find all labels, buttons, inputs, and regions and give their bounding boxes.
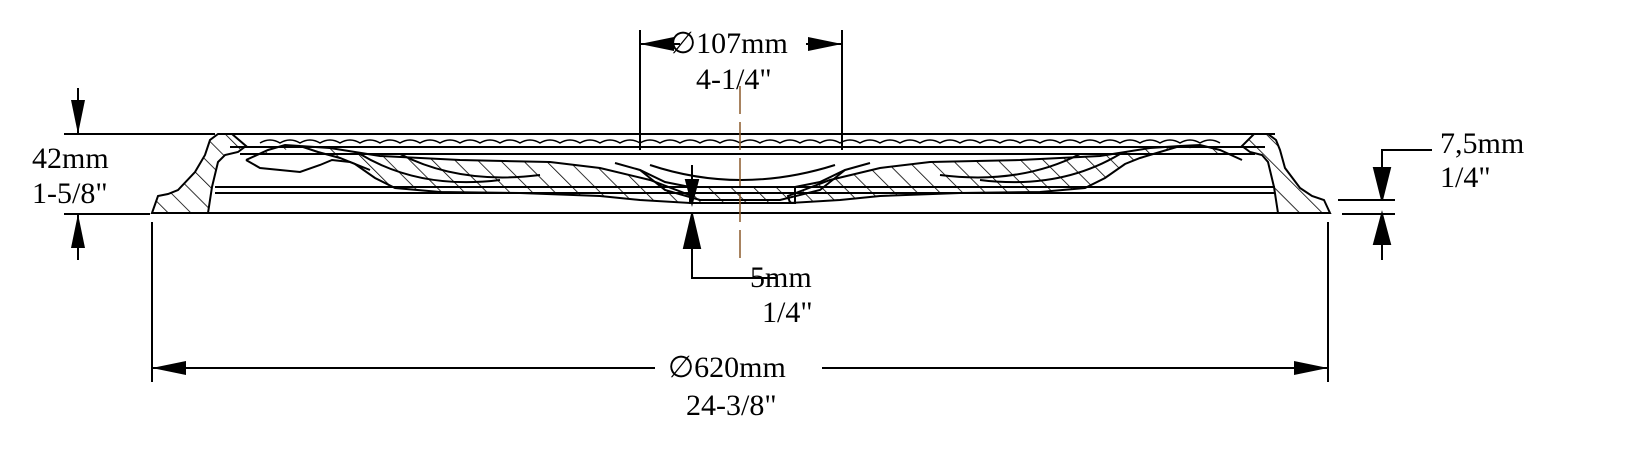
rim-thickness-dimension — [1327, 149, 1432, 382]
medallion-profile — [150, 133, 1332, 214]
outer-diameter-metric-label: ∅620mm — [668, 350, 786, 385]
inner-diameter-metric-label: ∅107mm — [670, 26, 788, 61]
center-thickness-metric-label: 5mm — [750, 261, 812, 294]
center-thickness-dimension — [682, 165, 776, 279]
rim-thickness-imperial-label: 1/4" — [1440, 161, 1491, 194]
height-metric-label: 42mm — [32, 142, 109, 175]
outer-diameter-imperial-label: 24-3/8" — [686, 389, 777, 422]
rim-thickness-metric-label: 7,5mm — [1440, 127, 1525, 160]
height-dimension — [64, 88, 215, 382]
center-thickness-imperial-label: 1/4" — [762, 296, 813, 329]
inner-diameter-imperial-label: 4-1/4" — [696, 63, 772, 96]
diameter-symbol-icon: ∅ — [670, 26, 697, 61]
diameter-symbol-icon: ∅ — [668, 350, 695, 385]
height-imperial-label: 1-5/8" — [32, 177, 108, 210]
inner-diameter-dimension — [639, 30, 843, 150]
